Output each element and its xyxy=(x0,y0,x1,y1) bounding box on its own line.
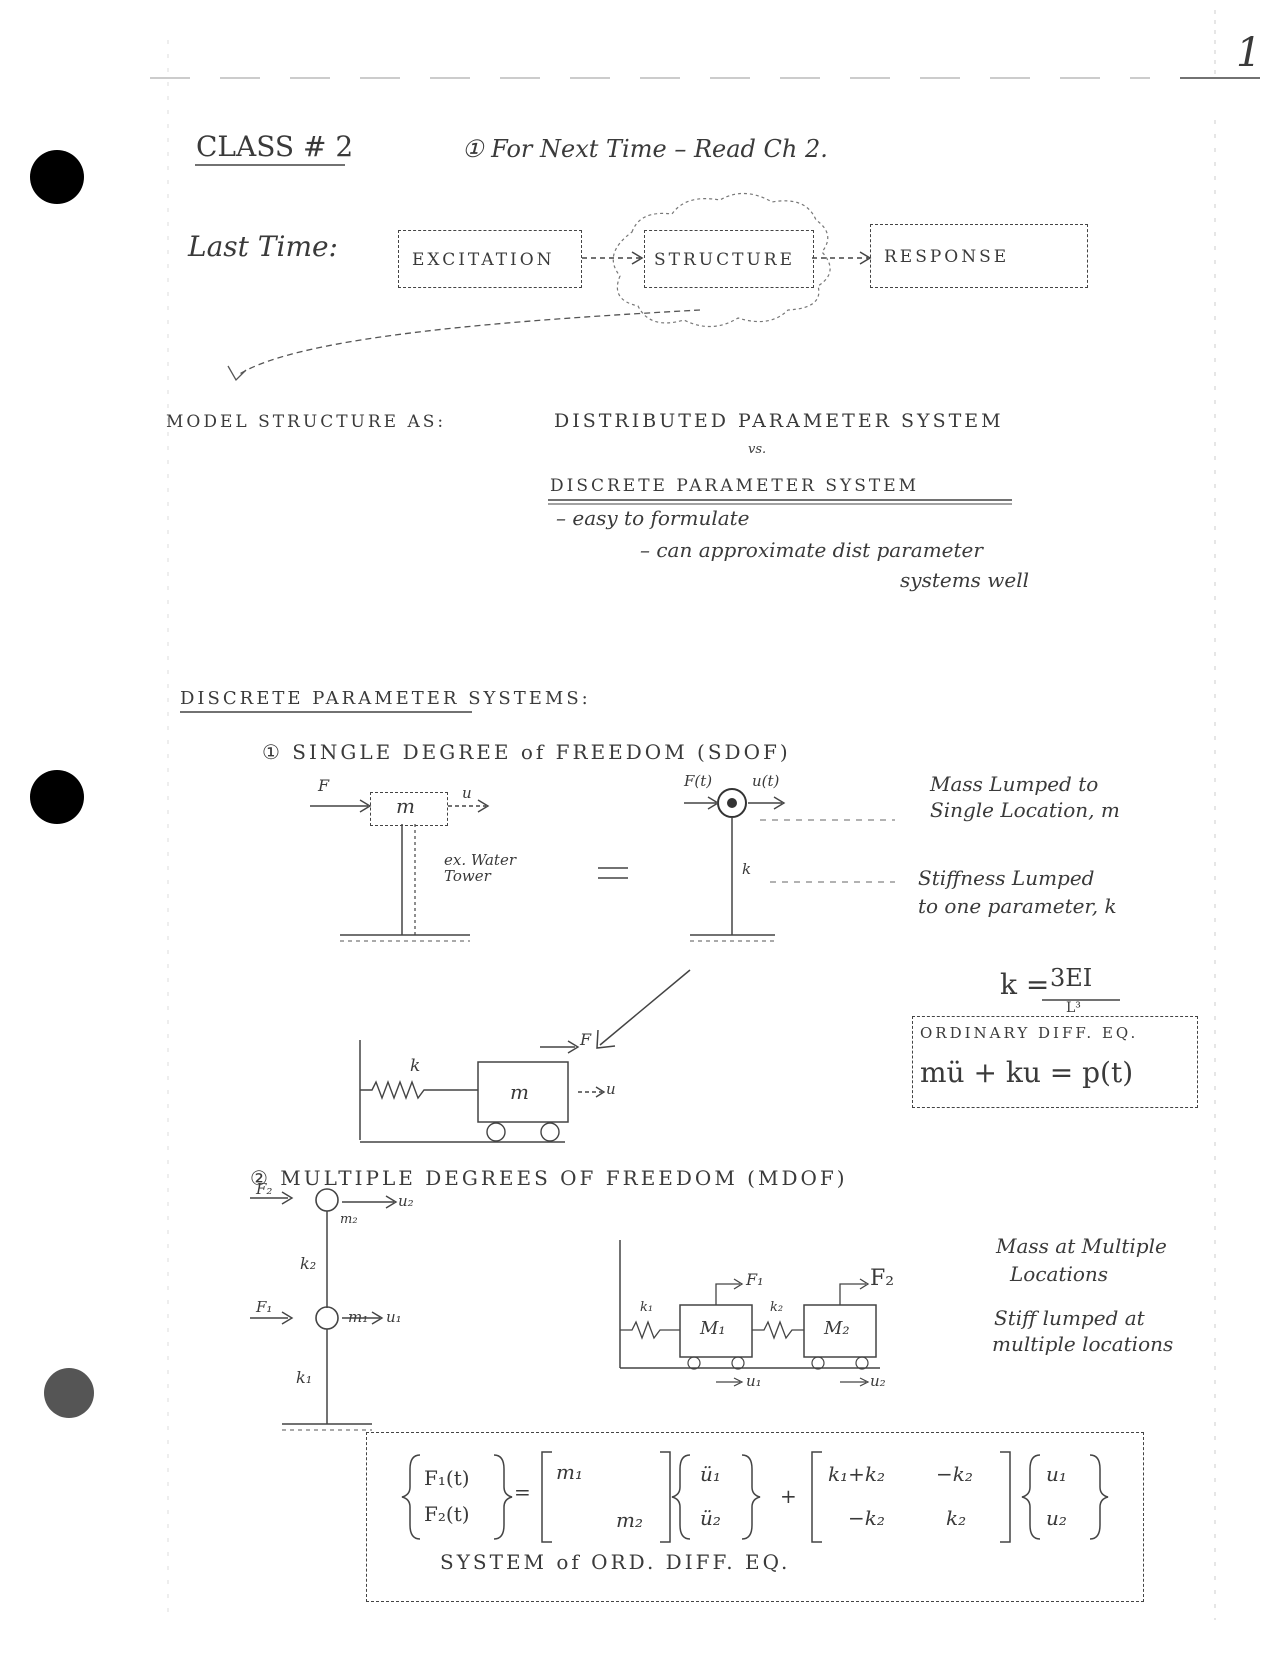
tower-m2-label: m₂ xyxy=(340,1212,358,1227)
matrix-plus: + xyxy=(780,1484,797,1508)
todo-note: ① For Next Time – Read Ch 2. xyxy=(462,135,828,163)
matrix-k12: −k₂ xyxy=(936,1462,973,1486)
cart2-m2-label: M₂ xyxy=(824,1318,850,1339)
dps-heading: DISCRETE PARAMETER SYSTEMS: xyxy=(180,688,591,709)
mdof-note-4: multiple locations xyxy=(992,1332,1174,1356)
discrete-note-3: systems well xyxy=(900,568,1030,592)
tower-f1-label: F₁ xyxy=(256,1298,273,1316)
distributed-label: DISTRIBUTED PARAMETER SYSTEM xyxy=(554,410,1004,432)
k-formula-lhs: k = xyxy=(1000,968,1050,1001)
water-tower-note: ex. Water Tower xyxy=(444,851,517,885)
sdof-u-label: u xyxy=(462,784,472,802)
lumped-k-label: k xyxy=(742,860,752,878)
lumped-force-label: F(t) xyxy=(684,772,713,790)
binder-hole-middle xyxy=(30,770,84,824)
stiff-lumped-note-2: to one parameter, k xyxy=(918,894,1117,918)
class-label: CLASS # 2 xyxy=(196,130,354,163)
binder-hole-bottom xyxy=(44,1368,94,1418)
tower-f2-label: F₂ xyxy=(256,1180,273,1198)
cart2-m1-label: M₁ xyxy=(700,1318,726,1339)
matrix-equation-box xyxy=(366,1432,1144,1602)
model-label: MODEL STRUCTURE AS: xyxy=(166,412,447,432)
mass-lumped-note-2: Single Location, m xyxy=(930,798,1120,822)
matrix-ud1: ü₁ xyxy=(700,1462,721,1486)
response-box xyxy=(870,224,1088,288)
tower-m1-label: m₁ xyxy=(348,1308,369,1326)
cart-mass-label: m xyxy=(510,1080,529,1104)
matrix-k22: k₂ xyxy=(946,1506,967,1530)
tower-k2-label: k₂ xyxy=(300,1254,317,1273)
response-label: RESPONSE xyxy=(884,247,1010,267)
cart2-k1-label: k₁ xyxy=(640,1300,654,1315)
structure-box xyxy=(644,230,814,288)
tower-k1-label: k₁ xyxy=(296,1368,313,1387)
matrix-ud2: ü₂ xyxy=(700,1506,721,1530)
structure-label: STRUCTURE xyxy=(654,250,795,270)
vs-label: vs. xyxy=(748,442,767,457)
water-tower-mass-box xyxy=(370,792,448,826)
sdof-heading: ① SINGLE DEGREE of FREEDOM (SDOF) xyxy=(262,740,791,764)
matrix-caption: SYSTEM of ORD. DIFF. EQ. xyxy=(440,1550,791,1574)
ode-equation: mü + ku = p(t) xyxy=(920,1056,1134,1089)
matrix-m2: m₂ xyxy=(616,1508,643,1532)
ode-box xyxy=(912,1016,1198,1108)
binder-hole-top xyxy=(30,150,84,204)
matrix-k21: −k₂ xyxy=(848,1506,885,1530)
cart2-f1-label: F₁ xyxy=(746,1270,764,1289)
cart-u-label: u xyxy=(606,1080,616,1098)
cart2-k2-label: k₂ xyxy=(770,1300,784,1315)
ode-title: ORDINARY DIFF. EQ. xyxy=(920,1024,1139,1042)
mdof-note-3: Stiff lumped at xyxy=(994,1306,1145,1330)
cart2-f2-label: F₂ xyxy=(870,1266,895,1291)
k-formula-denominator: L³ xyxy=(1066,1000,1081,1016)
matrix-m1: m₁ xyxy=(556,1460,583,1484)
lumped-u-label: u(t) xyxy=(752,772,780,790)
tower-u1-label: u₁ xyxy=(386,1308,402,1326)
matrix-f1: F₁(t) xyxy=(424,1466,470,1490)
excitation-label: EXCITATION xyxy=(412,250,555,270)
sdof-force-label: F xyxy=(318,776,330,795)
matrix-u1: u₁ xyxy=(1046,1462,1067,1486)
matrix-f2: F₂(t) xyxy=(424,1502,470,1526)
cart-k-label: k xyxy=(410,1056,421,1076)
k-formula-numerator: 3EI xyxy=(1050,964,1093,992)
matrix-u2: u₂ xyxy=(1046,1506,1067,1530)
discrete-note-2: – can approximate dist parameter xyxy=(640,538,983,562)
mdof-note-1: Mass at Multiple xyxy=(996,1234,1167,1258)
matrix-k11: k₁+k₂ xyxy=(828,1462,886,1486)
last-time-label: Last Time: xyxy=(188,230,338,263)
excitation-box xyxy=(398,230,582,288)
water-tower-mass-label: m xyxy=(396,794,415,818)
cart-force-label: F xyxy=(580,1030,592,1049)
cart2-u2-label: u₂ xyxy=(870,1372,886,1390)
tower-u2-label: u₂ xyxy=(398,1192,414,1210)
page-number: 1 xyxy=(1236,30,1262,76)
mass-lumped-note-1: Mass Lumped to xyxy=(930,772,1099,796)
cart2-u1-label: u₁ xyxy=(746,1372,762,1390)
stiff-lumped-note-1: Stiffness Lumped xyxy=(918,866,1095,890)
discrete-label: DISCRETE PARAMETER SYSTEM xyxy=(550,476,920,496)
mdof-note-2: Locations xyxy=(1010,1262,1109,1286)
mdof-heading: ② MULTIPLE DEGREES OF FREEDOM (MDOF) xyxy=(250,1166,848,1190)
matrix-equals: = xyxy=(514,1480,531,1504)
discrete-note-1: – easy to formulate xyxy=(556,506,750,530)
